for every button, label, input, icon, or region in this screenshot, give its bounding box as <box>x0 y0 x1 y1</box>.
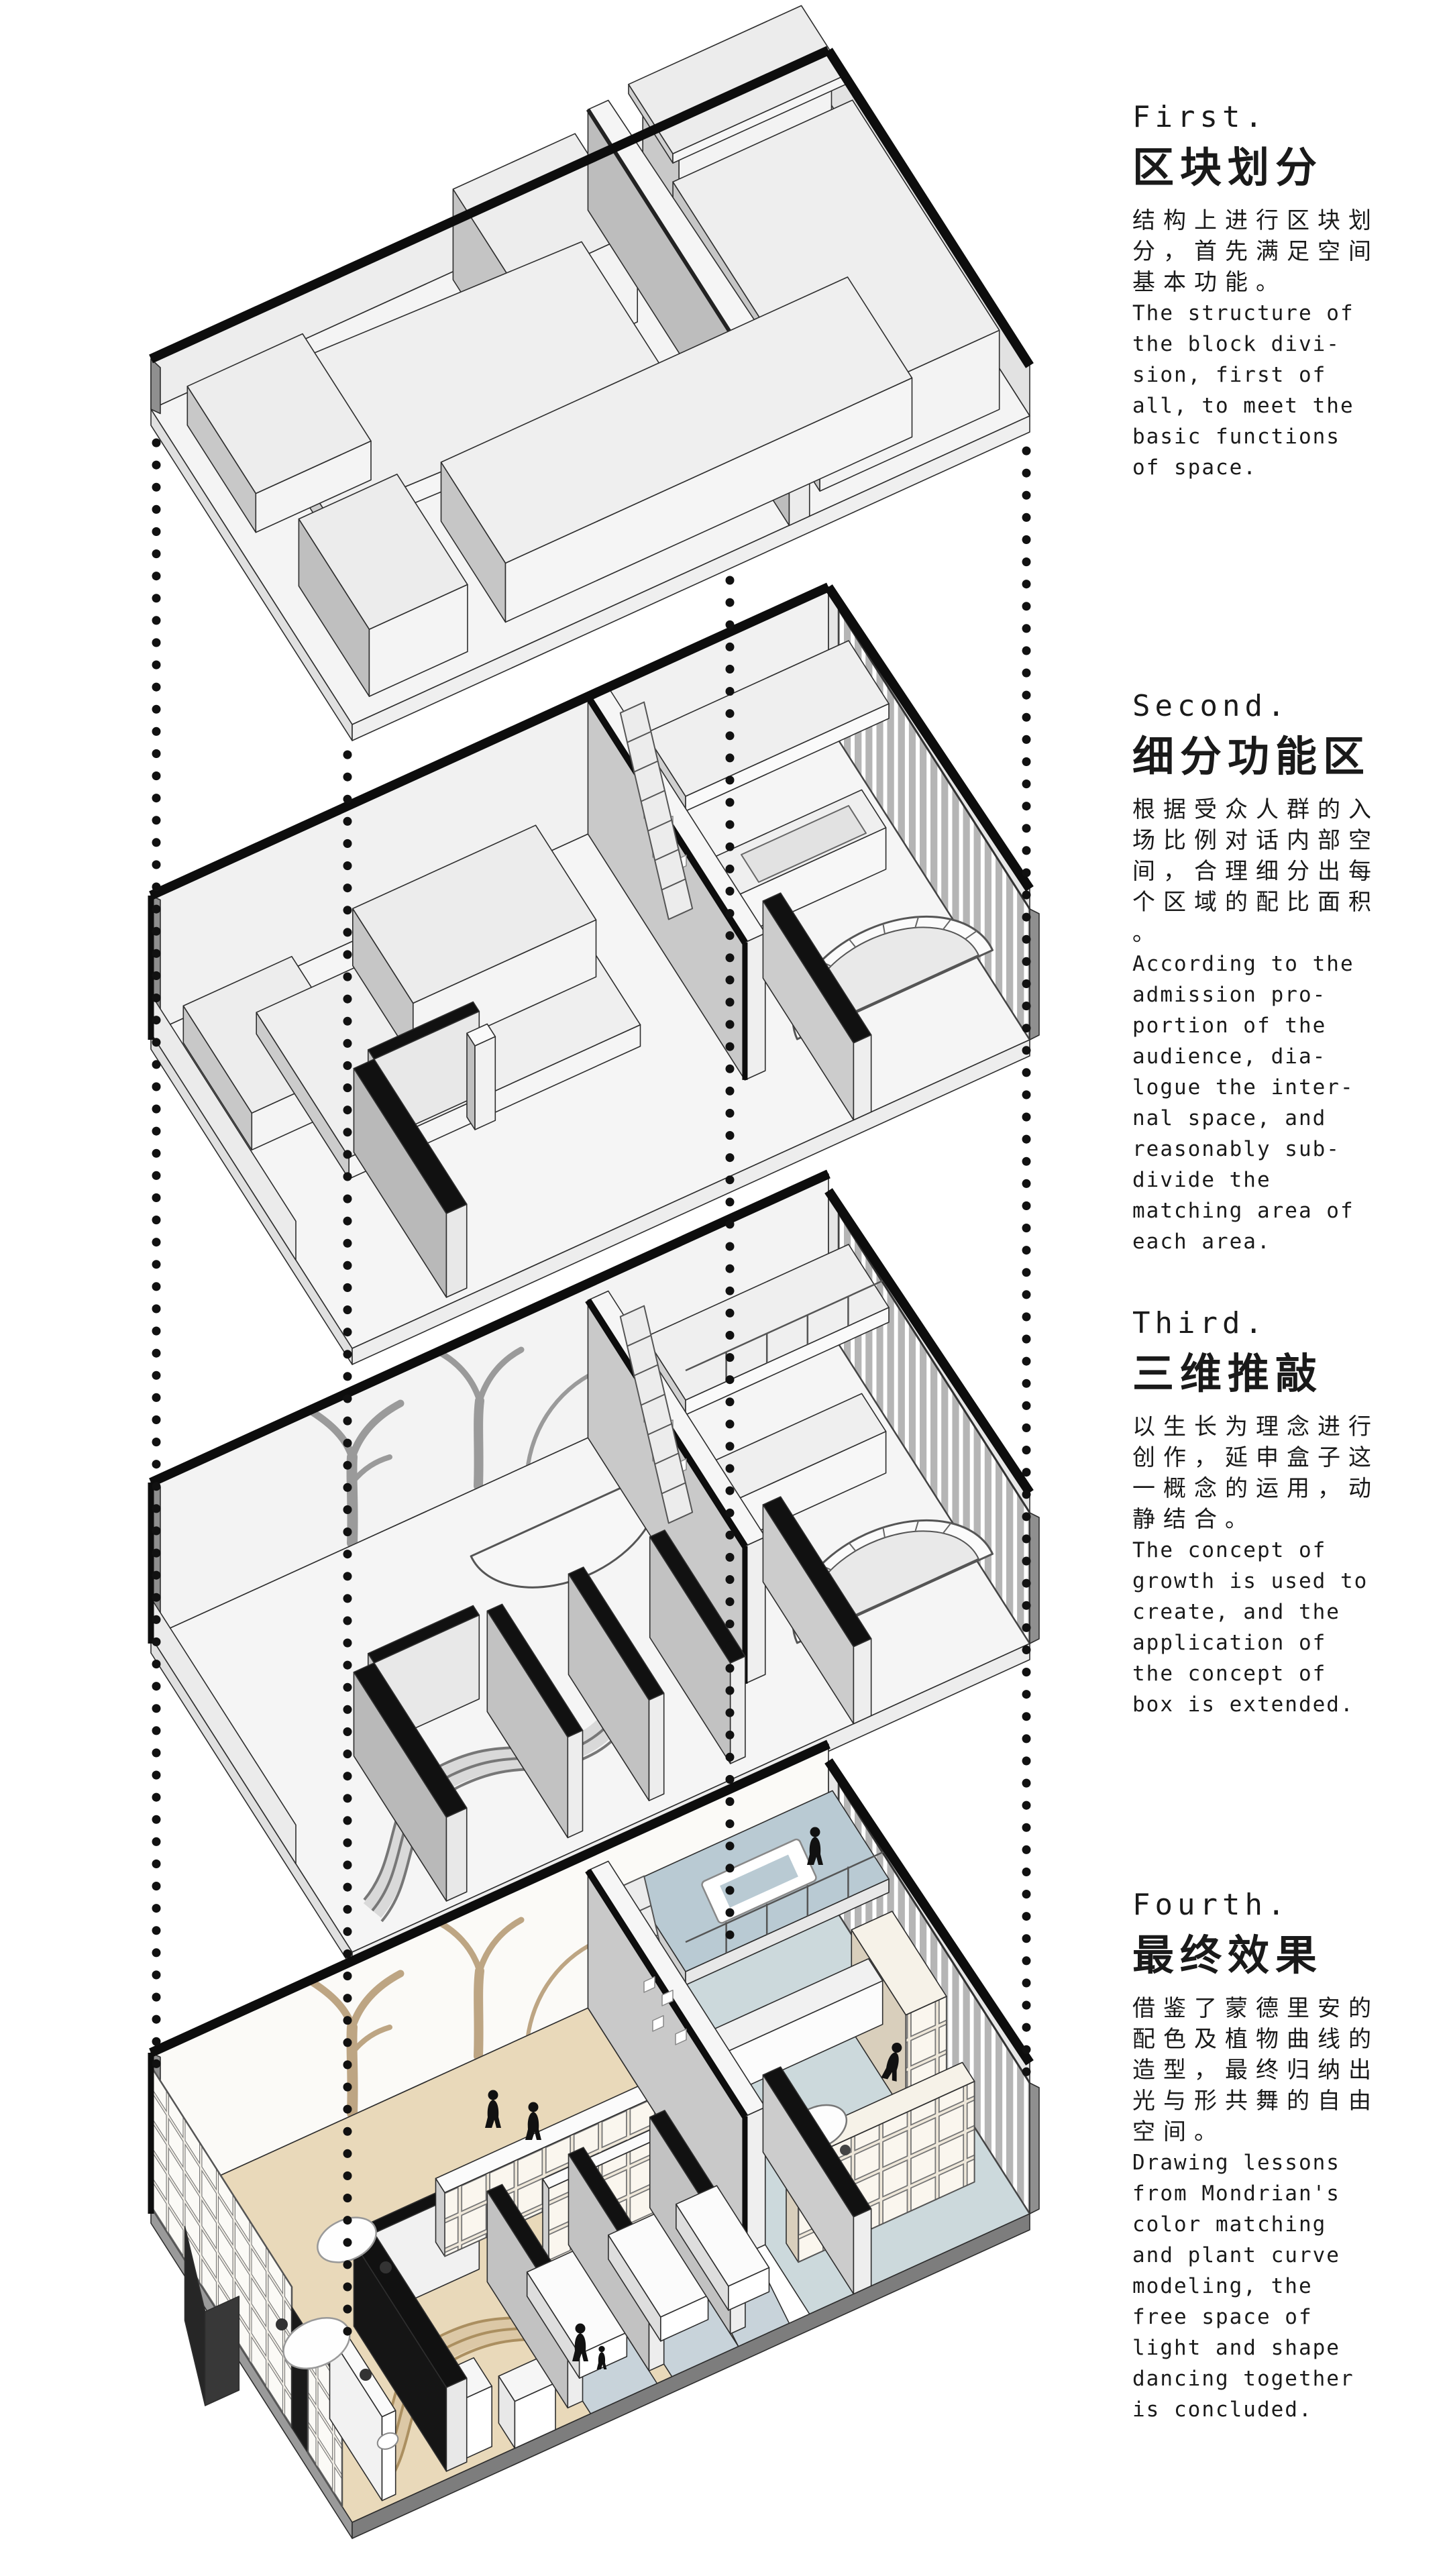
thick-edge <box>824 48 1034 368</box>
thick-edge <box>149 1169 830 1487</box>
connector-dotted-lines <box>152 438 1031 2356</box>
thick-edge <box>824 584 1034 892</box>
section-label: Second. <box>1132 689 1290 723</box>
section-first: First. 区块划分 结构上进行区块划 分，首先满足空间 基本功能。 The … <box>1132 100 1449 483</box>
black-top-l-wall <box>353 1001 480 1298</box>
thick-edge <box>824 1188 1034 1495</box>
partition-fins <box>486 1529 746 1839</box>
section-title-zh: 细分功能区 <box>1132 731 1371 781</box>
section-second: Second. 细分功能区 根据受众人群的入 场比例对话内部空 间，合理细分出每… <box>1132 689 1449 1257</box>
axon-step1-block-division <box>149 5 1034 741</box>
staircase <box>619 1305 694 1524</box>
section-label: Fourth. <box>1132 1888 1290 1922</box>
section-third: Third. 三维推敲 以生长为理念进行 创作，延申盒子这 一概念的运用，动 静… <box>1132 1306 1449 1720</box>
section-title-zh: 区块划分 <box>1132 142 1324 192</box>
section-label: Third. <box>1132 1306 1267 1340</box>
section-body-en: Drawing lessons from Mondrian's color ma… <box>1132 2151 1354 2422</box>
mezzanine-bridge <box>645 1244 890 1415</box>
dark-grille-box <box>184 2226 240 2406</box>
section-body-zh: 结构上进行区块划 分，首先满足空间 基本功能。 <box>1132 207 1379 297</box>
black-top-wall-right <box>762 2066 872 2295</box>
massing-left-room <box>186 333 372 533</box>
toilet-pod <box>329 2328 556 2502</box>
axon-step4-final-result <box>148 1739 1040 2539</box>
thick-edge <box>149 46 830 364</box>
thick-edge <box>824 1758 1034 2065</box>
section-body-en: According to the admission pro- portion … <box>1132 952 1354 1254</box>
section-fourth: Fourth. 最终效果 借鉴了蒙德里安的 配色及植物曲线的 造型，最终归纳出 … <box>1132 1888 1449 2425</box>
section-body-zh: 借鉴了蒙德里安的 配色及植物曲线的 造型，最终归纳出 光与形共舞的自由 空间。 <box>1132 1995 1379 2146</box>
thick-edge <box>149 582 830 900</box>
section-label: First. <box>1132 100 1267 134</box>
thick-edge <box>149 1739 830 2057</box>
section-title-zh: 三维推敲 <box>1132 1348 1324 1398</box>
mezzanine-bridge <box>645 640 890 812</box>
massing-corner-cube <box>298 474 468 697</box>
section-body-zh: 以生长为理念进行 创作，延申盒子这 一概念的运用，动 静结合。 <box>1132 1413 1379 1534</box>
section-body-zh: 根据受众人群的入 场比例对话内部空 间，合理细分出每 个区域的配比面积 。 <box>1132 796 1379 947</box>
axon-step2-subdivision <box>148 582 1040 1365</box>
black-top-wall-right <box>762 892 872 1121</box>
black-top-wall-right <box>762 1496 872 1725</box>
section-body-en: The structure of the block divi- sion, f… <box>1132 301 1354 480</box>
section-body-en: The concept of growth is used to create,… <box>1132 1538 1368 1717</box>
column <box>466 1023 496 1130</box>
axon-step3-3d-study <box>148 1169 1040 1969</box>
massing-front-bar <box>440 276 913 623</box>
staircase <box>619 701 694 920</box>
black-top-l-wall <box>353 1605 480 1902</box>
section-title-zh: 最终效果 <box>1132 1930 1324 1980</box>
central-wall <box>585 1860 766 2255</box>
cafe-tables <box>276 2216 392 2381</box>
